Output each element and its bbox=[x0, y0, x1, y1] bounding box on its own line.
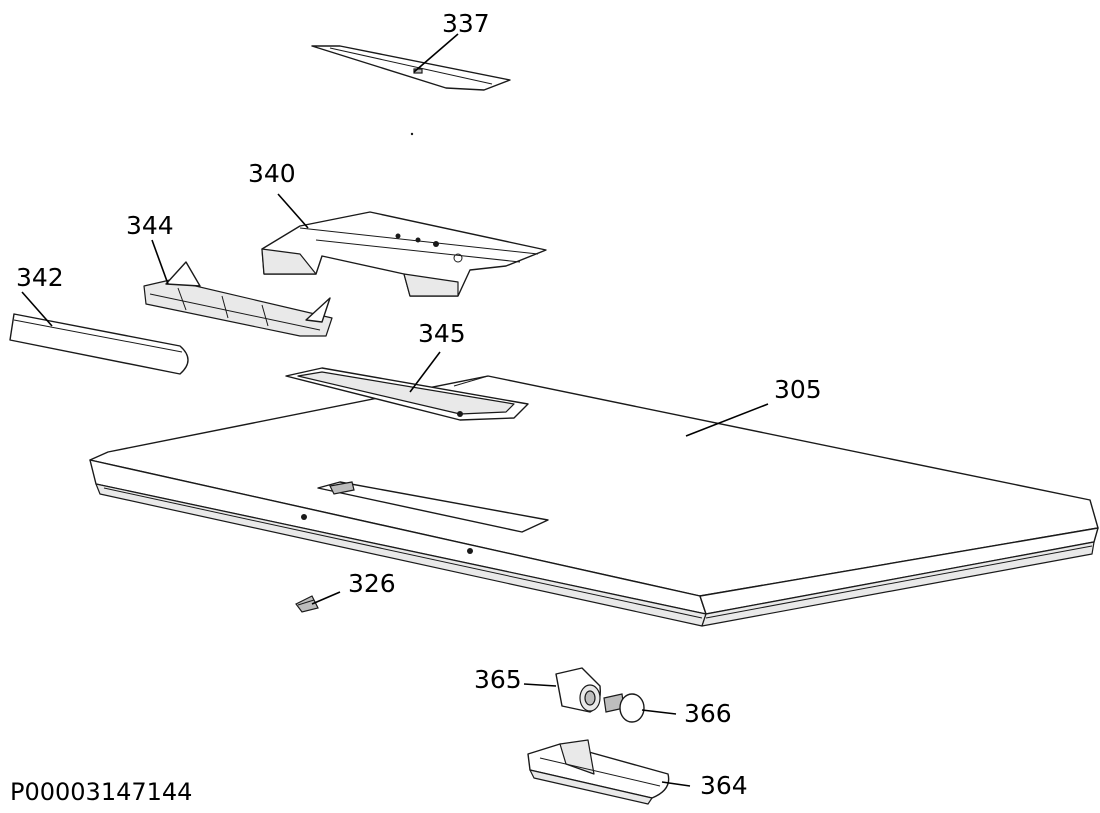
callout-366: 366 bbox=[684, 699, 732, 728]
callout-365: 365 bbox=[474, 665, 522, 694]
callout-326: 326 bbox=[348, 569, 396, 598]
part-366-pin bbox=[603, 693, 645, 723]
callout-305: 305 bbox=[774, 375, 822, 404]
part-326-screw bbox=[295, 595, 319, 613]
callout-340: 340 bbox=[248, 159, 296, 188]
callout-337: 337 bbox=[442, 9, 490, 38]
callout-364: 364 bbox=[700, 771, 748, 800]
part-345-gasket bbox=[285, 367, 529, 421]
part-305-top-panel bbox=[89, 375, 1099, 627]
part-337-strip bbox=[311, 45, 511, 91]
stray-mark bbox=[410, 132, 414, 136]
callout-345: 345 bbox=[418, 319, 466, 348]
callout-342: 342 bbox=[16, 263, 64, 292]
part-364-end-cap bbox=[527, 739, 670, 805]
part-365-clip bbox=[555, 667, 601, 713]
leader-lines bbox=[21, 33, 769, 787]
callout-344: 344 bbox=[126, 211, 174, 240]
part-340-cover-bracket bbox=[261, 211, 547, 297]
part-344-latch bbox=[143, 261, 333, 337]
part-342-strip bbox=[9, 313, 189, 375]
part-code-label: P00003147144 bbox=[10, 778, 193, 806]
